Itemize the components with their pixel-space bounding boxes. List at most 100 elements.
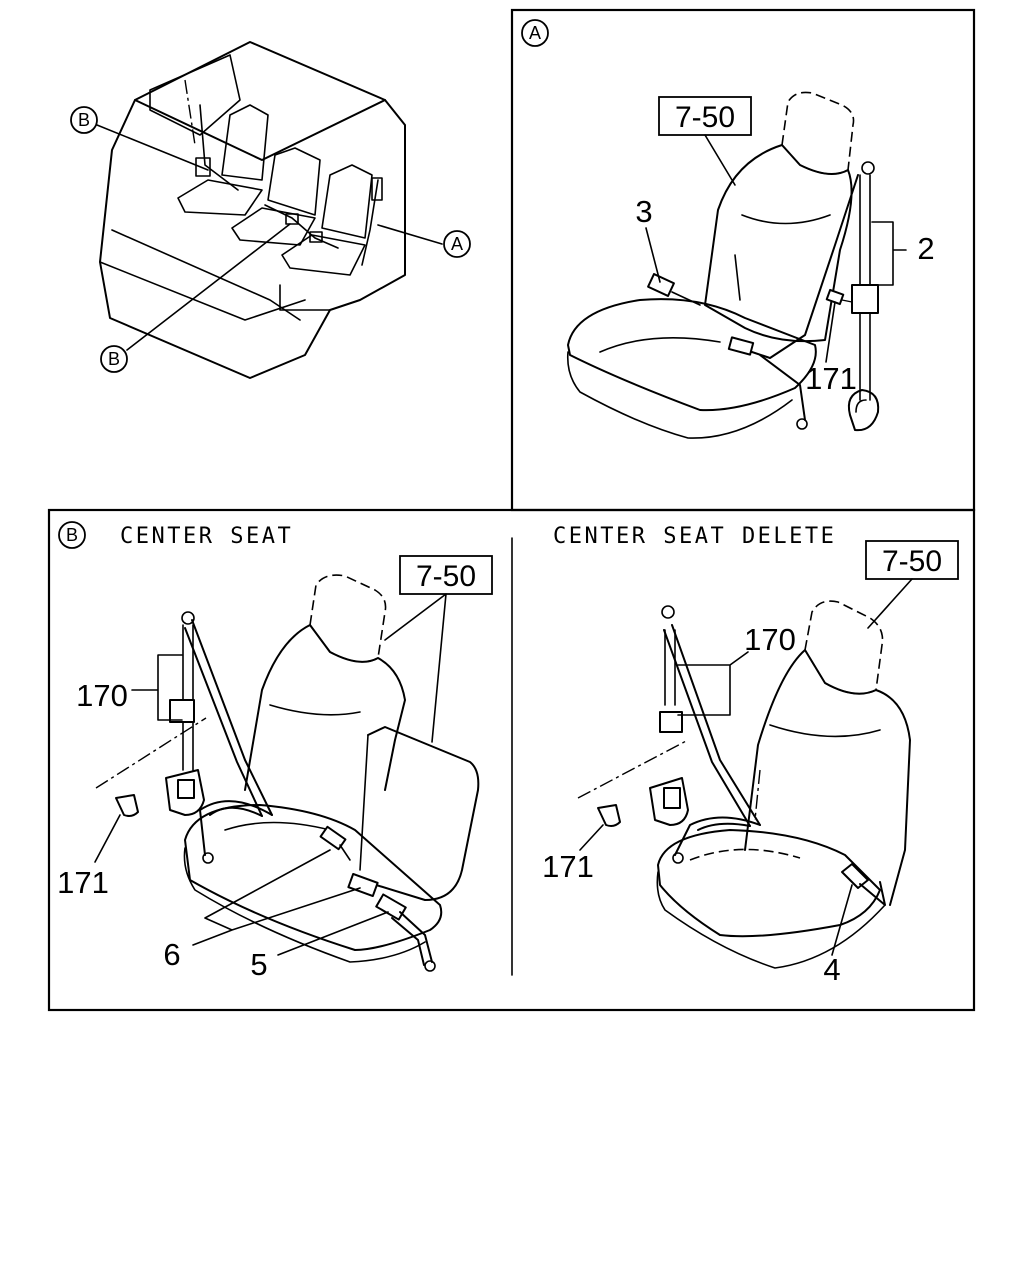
detail-a-retractor-spool — [847, 389, 880, 432]
center-seat-delete-caption: CENTER SEAT DELETE — [553, 524, 836, 549]
cab-shell — [99, 41, 406, 379]
detail-a-belt-webbing — [739, 174, 859, 359]
cab-step — [279, 284, 331, 311]
part-171-b-leader — [94, 814, 121, 863]
part-171-c-clip — [597, 804, 621, 827]
delete-seat-retractor-face — [663, 787, 681, 809]
center-seat-labels: 7-50 170 171 6 5 — [57, 555, 493, 982]
part-171-b-clip — [115, 794, 139, 817]
detail-a-seat-illustration — [566, 91, 880, 439]
part-4-strap — [859, 881, 886, 906]
outboard-seat-back — [244, 624, 406, 791]
center-belt-1 — [264, 204, 339, 249]
callout-b-upper: B — [70, 106, 98, 134]
detail-a-headrest — [781, 91, 855, 175]
center-seat-illustration — [95, 574, 480, 972]
delete-seat-ref-leader — [867, 578, 913, 629]
outboard-seat-back-contour — [269, 704, 361, 716]
part-170-b-bracket — [131, 654, 183, 721]
part-2-bracket — [871, 221, 907, 286]
cab-roof-edge — [134, 99, 386, 161]
delete-seat-pillar — [664, 629, 676, 706]
delete-seat-cushion-front — [656, 871, 886, 969]
delete-seat-back-seam — [754, 769, 761, 821]
detail-a-badge: A — [521, 19, 549, 47]
part-171-a-leader — [825, 301, 836, 363]
center-seat-delete-labels: 7-50 170 171 4 — [542, 540, 959, 987]
callout-a: A — [443, 230, 471, 258]
right-seat-cushion — [281, 234, 366, 276]
part-3-label: 3 — [635, 194, 652, 229]
part-5-leader — [277, 911, 389, 956]
outboard-seat-headrest — [309, 574, 387, 663]
part-6-buckle-lower — [347, 872, 379, 898]
center-seat-shoulder-belt — [184, 619, 273, 817]
right-belt — [361, 179, 379, 266]
part-170-c-bracket — [677, 651, 749, 716]
part-170-c-label: 170 — [744, 622, 796, 657]
callout-b-upper-leader — [96, 124, 209, 171]
part-6-strap — [339, 844, 351, 861]
detail-b-badge-circle — [58, 521, 86, 549]
part-171-b-axis — [95, 717, 207, 789]
callout-b-lower-circle — [100, 345, 128, 373]
callout-a-label: A — [451, 234, 463, 254]
delete-seat-cushion-seam — [689, 848, 801, 861]
detail-b-frame — [47, 508, 976, 1012]
part-5-buckle — [375, 893, 407, 921]
detail-a-ref-label: 7-50 — [675, 101, 735, 134]
detail-b-badge-label: B — [66, 525, 78, 545]
detail-a-badge-circle — [521, 19, 549, 47]
detail-a-belt-buckle — [727, 336, 755, 356]
part-6-label: 6 — [163, 937, 180, 972]
callout-b-upper-label: B — [78, 110, 90, 130]
center-seat-back — [359, 726, 480, 901]
part-171-a-label: 171 — [805, 361, 857, 396]
part-5-anchor — [424, 960, 436, 972]
cab-centerline — [184, 79, 196, 146]
part-171-c-axis — [577, 739, 689, 799]
center-seat-delete-illustration — [577, 600, 911, 969]
center-seat-caption: CENTER SEAT — [120, 524, 293, 549]
detail-a-retractor-bracket — [851, 284, 879, 314]
detail-a-clip-171 — [825, 288, 845, 306]
part-4-label: 4 — [823, 952, 840, 987]
detail-a-badge-label: A — [529, 23, 541, 43]
left-seat-back — [221, 104, 269, 181]
callout-a-circle — [443, 230, 471, 258]
part-171-c-leader — [579, 824, 604, 851]
delete-seat-back-contour — [769, 724, 881, 738]
detail-a-labels: 7-50 3 2 171 — [635, 96, 935, 396]
cab-overview-illustration — [96, 41, 443, 379]
center-seat-back-edge — [359, 734, 369, 871]
detail-a-retractor-spool-inner — [855, 399, 867, 413]
panel-frames — [47, 8, 976, 1012]
delete-seat-upper-anchor — [661, 605, 675, 619]
callout-a-leader — [377, 224, 443, 245]
detail-a-cushion-seam — [599, 336, 721, 353]
detail-a-cushion-front — [566, 351, 793, 439]
right-seat-back — [321, 164, 373, 239]
part-6-leader — [192, 849, 361, 946]
center-seat-lap-anchor — [202, 852, 214, 864]
delete-seat-shoulder-belt — [663, 624, 761, 827]
center-seat-guide-bracket — [169, 699, 195, 723]
callout-b-lower-label: B — [108, 349, 120, 369]
center-seat-retractor-face — [177, 779, 195, 799]
delete-seat-headrest — [804, 600, 884, 695]
center-seat-back — [267, 147, 321, 216]
part-171-b-label: 171 — [57, 865, 109, 900]
left-belt — [199, 104, 239, 191]
detail-a-frame — [510, 8, 976, 512]
center-seat-ref-leader — [384, 593, 447, 743]
part-2-label: 2 — [917, 231, 934, 266]
detail-b-header: B CENTER SEAT CENTER SEAT DELETE — [58, 521, 836, 549]
cab-floor-line — [99, 261, 306, 321]
detail-a-clip-axis — [841, 299, 853, 303]
detail-a-seat-back — [704, 144, 853, 343]
detail-a-part-3-strap — [671, 291, 701, 306]
detail-a-ref-box — [658, 96, 752, 136]
delete-seat-back — [744, 649, 911, 906]
detail-a-seat-back-contour — [741, 214, 831, 225]
